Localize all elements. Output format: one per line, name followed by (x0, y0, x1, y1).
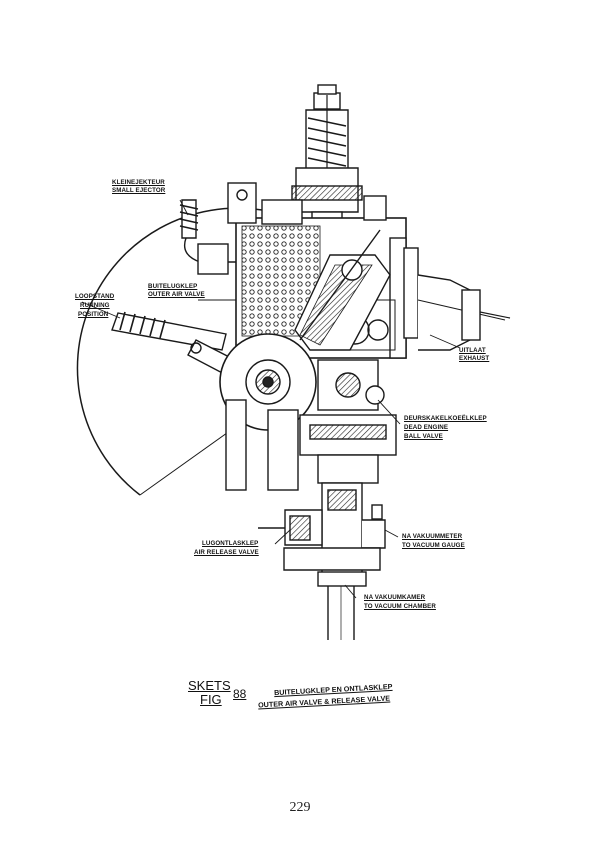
outer-air-valve-assembly (294, 229, 391, 351)
label-gauge-af: NA VAKUUMMETER (402, 533, 463, 540)
label-exhaust-af: UITLAAT (459, 347, 486, 354)
label-dead-engine-en1: DEAD ENGINE (404, 424, 449, 431)
label-release-en: AIR RELEASE VALVE (194, 549, 259, 556)
label-dead-engine-af: DEURSKAKELKOEËLKLEP (404, 415, 487, 422)
label-loopstand: LOOPSTAND (75, 293, 115, 300)
caption-number: 88 (233, 687, 247, 701)
caption-skets: SKETS (188, 678, 231, 693)
label-outer-valve-af: BUITELUGKLEP (148, 283, 198, 290)
dead-engine-ball-valve (299, 359, 397, 484)
label-ejector-en: SMALL EJECTOR (112, 187, 166, 194)
release-valve-assembly (258, 482, 386, 640)
label-release-af: LUGONTLASKLEP (202, 540, 259, 547)
label-dead-engine-en2: BALL VALVE (404, 433, 443, 440)
label-exhaust-en: EXHAUST (459, 355, 490, 362)
page-number: 229 (289, 800, 311, 815)
leader-lines (81, 199, 461, 599)
label-position: POSITION (78, 311, 109, 318)
label-ejector-af: KLEINEJEKTEUR (112, 179, 165, 186)
label-chamber-en: TO VACUUM CHAMBER (364, 603, 436, 610)
operating-disc (219, 333, 317, 491)
caption-fig: FIG (200, 692, 222, 707)
exhaust-flange (403, 247, 511, 351)
label-running: RUNNING (80, 302, 110, 309)
label-outer-valve-en: OUTER AIR VALVE (148, 291, 205, 298)
label-gauge-en: TO VACUUM GAUGE (402, 542, 465, 549)
label-chamber-af: NA VAKUUMKAMER (364, 594, 426, 601)
